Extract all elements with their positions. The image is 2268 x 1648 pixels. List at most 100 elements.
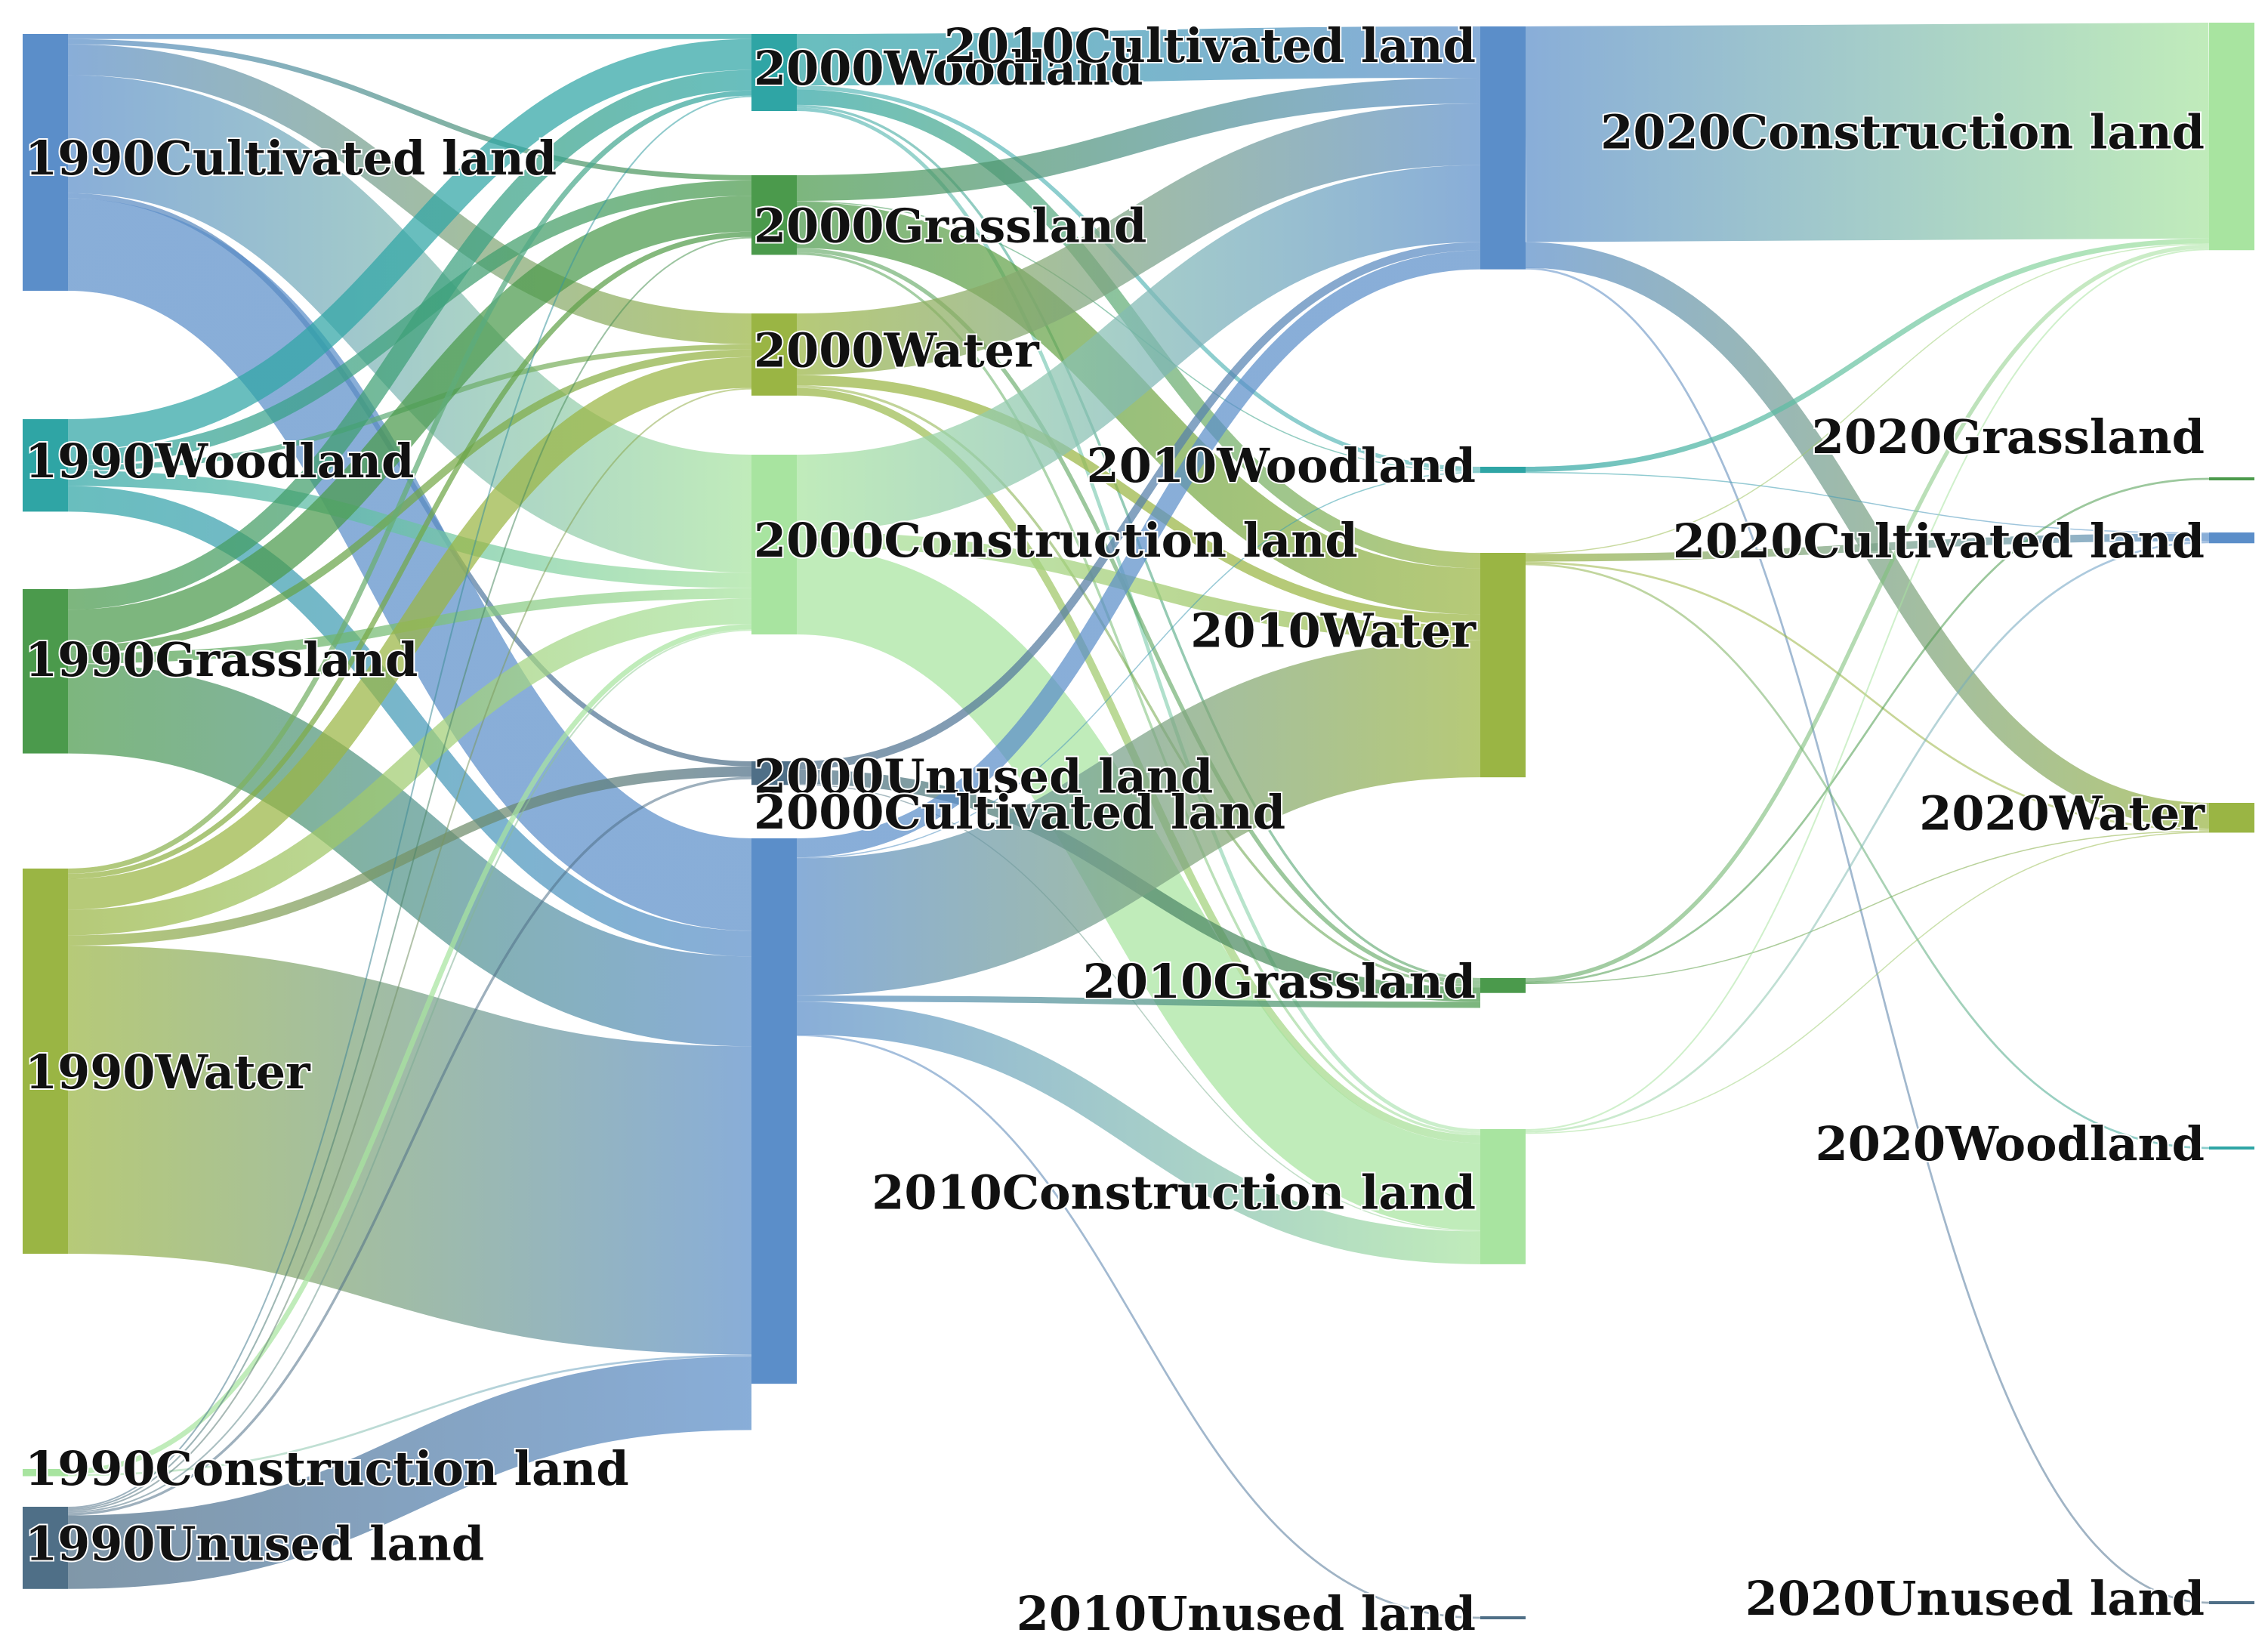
link-c2010_water-to-c2020_cons [1525,243,2210,554]
label-c2010_cons: 2010Construction land [872,1165,1476,1220]
link-c2010_cult-to-c2020_water [1525,242,2210,829]
link-c2000_wood-to-c2010_wood [796,85,1481,471]
node-c2020_water [2209,803,2254,833]
link-c1990_cons-to-c2000_cult [67,1354,752,1477]
link-c2000_unused-to-c2010_cult [796,242,1481,770]
link-c1990_water-to-c2000_water [67,356,752,910]
node-c1990_cult [23,34,68,291]
link-c1990_unused-to-c2000_grass [67,236,752,1511]
link-c2000_grass-to-c2010_cult [796,78,1481,201]
link-c1990_cult-to-c2000_grass [67,39,752,181]
link-c2010_cons-to-c2020_cons [1525,248,2210,1131]
link-c1990_wood-to-c2000_cons [67,471,752,588]
link-c1990_grass-to-c2000_grass [67,196,752,646]
node-c2020_wood [2209,1147,2254,1150]
link-c1990_wood-to-c2000_cult [67,486,752,957]
label-c1990_wood: 1990Woodland [25,434,414,489]
label-c2020_cons: 2020Construction land [1600,105,2205,160]
label-c2000_grass: 2000Grassland [754,199,1146,254]
link-c2010_water-to-c2020_water [1525,561,2210,831]
link-c2000_cult-to-c2010_water [796,640,1481,996]
link-c1990_wood-to-c2000_wood [67,39,752,450]
link-c2000_wood-to-c2010_cult [796,26,1481,85]
link-c2010_cons-to-c2020_water [1525,832,2210,1134]
link-c2010_cons-to-c2020_cult [1525,541,2210,1133]
node-c2000_cons [751,455,797,634]
label-c1990_water: 1990Water [25,1045,311,1100]
link-c2000_cult-to-c2010_wood [796,471,1481,859]
label-c2000_cons: 2000Construction land [754,513,1358,568]
label-c1990_cult: 1990Cultivated land [25,131,557,186]
node-c2000_unused [751,761,797,785]
node-c2020_cult [2209,532,2254,544]
link-c2000_cons-to-c2010_cult [796,165,1481,532]
label-c2020_grass: 2020Grassland [1812,409,2205,464]
node-c2020_cons [2209,23,2254,251]
node-c1990_grass [23,589,68,754]
label-c1990_unused: 1990Unused land [25,1516,484,1571]
label-c2020_unused: 2020Unused land [1745,1571,2205,1626]
link-c2010_water-to-c2020_wood [1525,563,2210,1150]
links-layer [66,23,2210,1619]
node-c1990_cons [23,1469,68,1477]
node-c2010_grass [1480,978,1526,993]
node-c2000_water [751,313,797,396]
link-c1990_water-to-c2000_cult [67,946,752,1355]
link-c2010_grass-to-c2020_cons [1525,244,2210,983]
label-c2000_unused: 2000Unused land [754,749,1213,804]
link-c2010_wood-to-c2020_cult [1525,471,2210,534]
node-c2010_water [1480,553,1526,778]
node-c2010_unused [1480,1616,1526,1619]
link-c1990_unused-to-c2000_water [67,387,752,1512]
node-c1990_wood [23,419,68,512]
label-c2010_water: 2010Water [1190,603,1477,659]
node-c2010_cons [1480,1129,1526,1264]
link-c1990_unused-to-c2000_cult [67,1356,752,1589]
link-c2000_cult-to-c2010_unused [796,1034,1481,1619]
link-c1990_grass-to-c2000_wood [67,69,752,610]
node-c2000_cult [751,838,797,1384]
node-c2000_wood [751,34,797,111]
label-c1990_grass: 1990Grassland [25,632,418,687]
node-c2010_wood [1480,467,1526,474]
link-c2000_cons-to-c2010_water [796,532,1481,640]
label-c2000_water: 2000Water [754,323,1040,378]
link-c2000_cult-to-c2010_grass [796,995,1481,1008]
link-c1990_cult-to-c2000_cult [66,198,753,931]
node-c2020_unused [2209,1601,2254,1604]
link-c2010_wood-to-c2020_cons [1525,238,2210,472]
link-c1990_grass-to-c2000_water [67,349,752,653]
link-c2010_cult-to-c2020_cons [1525,23,2210,242]
link-c1990_water-to-c2000_wood [67,90,752,874]
link-c2010_cult-to-c2020_unused [1525,267,2210,1604]
label-c1990_cons: 1990Construction land [25,1441,629,1496]
link-c1990_unused-to-c2000_unused [67,776,752,1516]
labels-layer: 1990Cultivated land 1990Woodland 1990Grass… [23,17,2207,1643]
node-c2010_cult [1480,26,1526,270]
label-c2010_unused: 2010Unused land [1017,1586,1476,1641]
link-c1990_water-to-c2000_grass [67,231,752,879]
link-c2010_grass-to-c2020_water [1525,830,2210,984]
link-c2000_cult-to-c2010_cons [796,1001,1481,1264]
link-c2010_water-to-c2020_cult [1525,533,2210,562]
link-c2000_cult-to-c2010_cult [796,250,1481,858]
label-c2000_cult: 2000Cultivated land [754,785,1285,840]
link-c2000_water-to-c2010_cult [796,103,1481,375]
link-c1990_water-to-c2000_unused [67,766,752,946]
label-c2010_wood: 2010Woodland [1087,438,1476,493]
link-c2000_grass-to-c2010_grass [796,248,1481,985]
node-c1990_unused [23,1507,68,1589]
link-c2000_grass-to-c2010_water [796,202,1481,615]
label-c2000_wood: 2000Woodland [754,41,1143,96]
node-c2000_grass [751,175,797,255]
label-c2020_water: 2020Water [1919,786,2205,841]
link-c2000_water-to-c2010_grass [796,385,1481,988]
link-c1990_unused-to-c2000_wood [67,95,752,1509]
link-c2010_grass-to-c2020_grass [1525,477,2210,984]
label-c2020_cult: 2020Cultivated land [1673,514,2205,569]
label-c2010_cult: 2010Cultivated land [944,18,1476,73]
nodes-layer [23,23,2254,1619]
link-c1990_unused-to-c2000_cons [67,629,752,1514]
link-c1990_water-to-c2000_cons [67,598,752,936]
